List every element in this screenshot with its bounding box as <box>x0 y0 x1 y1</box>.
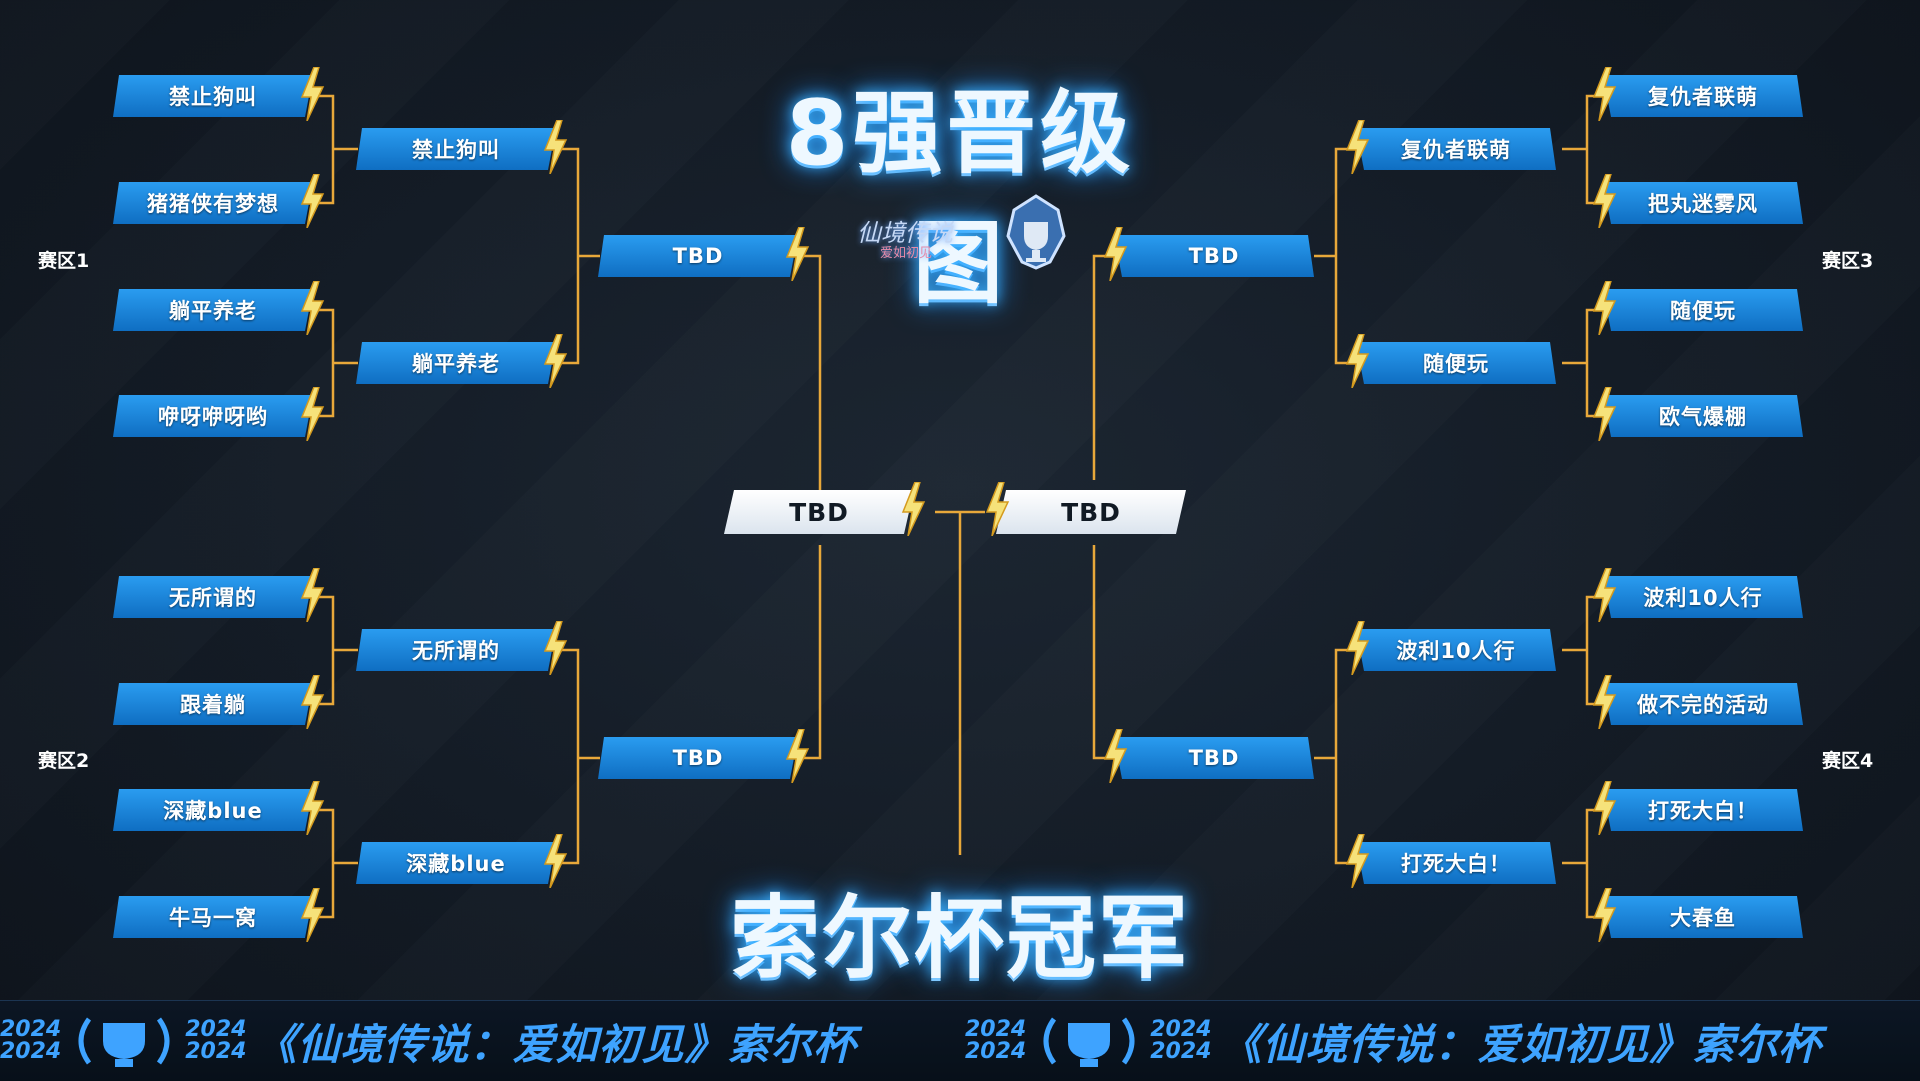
lightning-bolt-icon <box>299 675 325 729</box>
lightning-bolt-icon <box>299 174 325 228</box>
footer-group: 2024 2024 2024 2024 《仙境传说：爱如初见》索尔杯 <box>965 1009 1821 1073</box>
footer-years: 2024 2024 <box>1150 1019 1211 1063</box>
game-logo-sub: 爱如初见 <box>880 246 933 261</box>
lightning-bolt-icon <box>1102 227 1128 281</box>
region-label-4: 赛区4 <box>1822 750 1874 772</box>
footer-year-bottom: 2024 <box>0 1039 62 1064</box>
lightning-bolt-icon <box>900 482 926 536</box>
team-slot[interactable]: 无所谓的 <box>356 629 556 671</box>
lightning-bolt-icon <box>1591 67 1617 121</box>
cup-badge-icon <box>1006 194 1066 270</box>
lightning-bolt-icon <box>542 621 568 675</box>
lightning-bolt-icon <box>299 387 325 441</box>
team-slot[interactable]: 深藏blue <box>356 842 556 884</box>
footer-year-bottom: 2024 <box>1150 1039 1212 1064</box>
lightning-bolt-icon <box>299 568 325 622</box>
lightning-bolt-icon <box>1591 568 1617 622</box>
lightning-bolt-icon <box>1102 729 1128 783</box>
footer-banner: 2024 2024 2024 2024 《仙境传说：爱如初见》索尔杯 2024 … <box>0 1000 1920 1081</box>
lightning-bolt-icon <box>542 120 568 174</box>
team-slot[interactable]: 躺平养老 <box>356 342 556 384</box>
team-slot[interactable]: 无所谓的 <box>113 576 313 618</box>
region-label-2: 赛区2 <box>38 750 90 772</box>
game-logo-name: 仙境传说 <box>857 218 953 247</box>
footer-group: 2024 2024 2024 2024 《仙境传说：爱如初见》索尔杯 <box>0 1009 856 1073</box>
team-slot[interactable]: 把丸迷雾风 <box>1603 182 1803 224</box>
lightning-bolt-icon <box>542 834 568 888</box>
region-label-3: 赛区3 <box>1822 250 1874 272</box>
team-slot-tbd[interactable]: TBD <box>598 235 798 277</box>
lightning-bolt-icon <box>784 227 810 281</box>
lightning-bolt-icon <box>1591 174 1617 228</box>
footer-years: 2024 2024 <box>965 1019 1026 1063</box>
team-slot[interactable]: 复仇者联萌 <box>1356 128 1556 170</box>
footer-year-bottom: 2024 <box>965 1039 1027 1064</box>
footer-text: 《仙境传说：爱如初见》索尔杯 <box>254 1019 857 1069</box>
lightning-bolt-icon <box>1591 781 1617 835</box>
lightning-bolt-icon <box>784 729 810 783</box>
lightning-bolt-icon <box>1591 888 1617 942</box>
lightning-bolt-icon <box>984 482 1010 536</box>
team-slot-tbd[interactable]: TBD <box>1114 235 1314 277</box>
team-slot[interactable]: 咿呀咿呀哟 <box>113 395 313 437</box>
team-slot[interactable]: 躺平养老 <box>113 289 313 331</box>
lightning-bolt-icon <box>1344 834 1370 888</box>
lightning-bolt-icon <box>299 888 325 942</box>
footer-text: 《仙境传说：爱如初见》索尔杯 <box>1219 1019 1822 1069</box>
team-slot-tbd[interactable]: TBD <box>1114 737 1314 779</box>
footer-year-top: 2024 <box>0 1017 62 1042</box>
lightning-bolt-icon <box>542 334 568 388</box>
team-slot[interactable]: 波利10人行 <box>1356 629 1556 671</box>
footer-cup-icon <box>1043 1017 1135 1067</box>
team-slot[interactable]: 禁止狗叫 <box>113 75 313 117</box>
team-slot[interactable]: 波利10人行 <box>1603 576 1803 618</box>
bracket-title: 8强晋级图 <box>785 81 1135 316</box>
team-slot[interactable]: 牛马一窝 <box>113 896 313 938</box>
region-label-1: 赛区1 <box>38 250 90 272</box>
footer-year-bottom: 2024 <box>185 1039 247 1064</box>
lightning-bolt-icon <box>299 281 325 335</box>
lightning-bolt-icon <box>1344 334 1370 388</box>
team-slot[interactable]: 做不完的活动 <box>1603 683 1803 725</box>
lightning-bolt-icon <box>1344 120 1370 174</box>
lightning-bolt-icon <box>1591 387 1617 441</box>
lightning-bolt-icon <box>1591 281 1617 335</box>
lightning-bolt-icon <box>299 781 325 835</box>
team-slot[interactable]: 猪猪侠有梦想 <box>113 182 313 224</box>
footer-year-top: 2024 <box>185 1017 247 1042</box>
footer-year-top: 2024 <box>965 1017 1027 1042</box>
game-logo: 仙境传说 爱如初见 <box>820 195 990 265</box>
champion-label: 索尔杯冠军 <box>730 886 1190 991</box>
footer-years: 2024 2024 <box>0 1019 61 1063</box>
final-slot-right[interactable]: TBD <box>996 490 1186 534</box>
footer-year-top: 2024 <box>1150 1017 1212 1042</box>
team-slot-tbd[interactable]: TBD <box>598 737 798 779</box>
lightning-bolt-icon <box>1591 675 1617 729</box>
team-slot[interactable]: 禁止狗叫 <box>356 128 556 170</box>
team-slot[interactable]: 复仇者联萌 <box>1603 75 1803 117</box>
team-slot[interactable]: 深藏blue <box>113 789 313 831</box>
lightning-bolt-icon <box>299 67 325 121</box>
team-slot[interactable]: 大春鱼 <box>1603 896 1803 938</box>
team-slot[interactable]: 打死大白！ <box>1603 789 1803 831</box>
team-slot[interactable]: 跟着躺 <box>113 683 313 725</box>
lightning-bolt-icon <box>1344 621 1370 675</box>
footer-years: 2024 2024 <box>185 1019 246 1063</box>
team-slot[interactable]: 随便玩 <box>1356 342 1556 384</box>
team-slot[interactable]: 打死大白！ <box>1356 842 1556 884</box>
team-slot[interactable]: 随便玩 <box>1603 289 1803 331</box>
team-slot[interactable]: 欧气爆棚 <box>1603 395 1803 437</box>
footer-cup-icon <box>78 1017 170 1067</box>
final-slot-left[interactable]: TBD <box>724 490 914 534</box>
